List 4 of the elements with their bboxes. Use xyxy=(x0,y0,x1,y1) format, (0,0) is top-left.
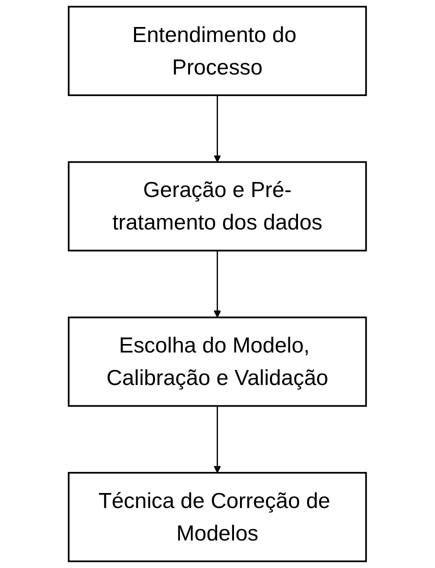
process-box: Geração e Pré-tratamento dos dados xyxy=(68,161,367,252)
process-box: Escolha do Modelo, Calibração e Validação xyxy=(68,316,367,407)
process-box: Entendimento do Processo xyxy=(68,6,367,96)
process-box: Técnica de Correção de Modelos xyxy=(68,472,367,562)
